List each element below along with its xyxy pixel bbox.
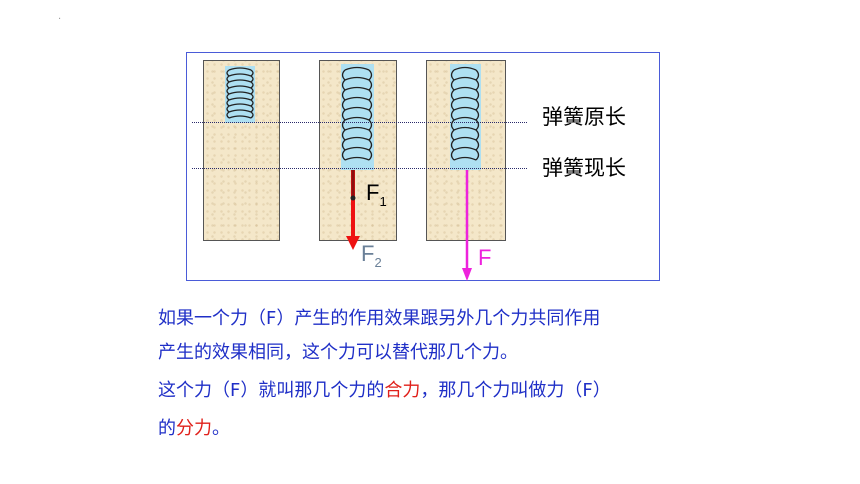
term-component-force: 分力 [176, 418, 212, 439]
text-line-3-a: 这个力（F）就叫那几个力的 [158, 380, 385, 401]
spring-stretched-single-force [450, 66, 480, 161]
text-line-3-b: ，那几个力叫做力（F） [420, 380, 611, 401]
label-f: F [478, 245, 492, 270]
label-f1: F1 [366, 180, 387, 209]
text-line-4-a: 的 [158, 418, 176, 439]
label-f2: F2 [361, 241, 382, 270]
current-length-line [192, 168, 527, 169]
label-f1-sub: 1 [379, 194, 387, 209]
label-current-length: 弹簧现长 [542, 156, 626, 180]
text-line-4: 的分力。 [158, 414, 230, 440]
panel-original-spring [203, 60, 280, 241]
label-f1-base: F [366, 180, 380, 205]
arrow-f1-tip [350, 195, 356, 201]
text-line-2: 产生的效果相同，这个力可以替代那几个力。 [158, 342, 518, 363]
text-line-1: 如果一个力（F）产生的作用效果跟另外几个力共同作用 [158, 308, 601, 329]
text-line-3: 这个力（F）就叫那几个力的合力，那几个力叫做力（F） [158, 376, 611, 402]
label-f2-base: F [361, 241, 375, 266]
term-resultant-force: 合力 [384, 380, 421, 401]
arrowhead-f2 [346, 236, 360, 250]
label-f2-sub: 2 [374, 255, 382, 270]
diagram-frame [186, 52, 660, 281]
label-original-length: 弹簧原长 [542, 105, 626, 129]
spring-original [226, 67, 254, 119]
corner-dot: · [58, 14, 62, 25]
spring-stretched-two-forces [341, 66, 373, 161]
original-length-line [192, 122, 527, 123]
text-line-4-b: 。 [212, 418, 230, 439]
arrowhead-f [462, 268, 472, 281]
